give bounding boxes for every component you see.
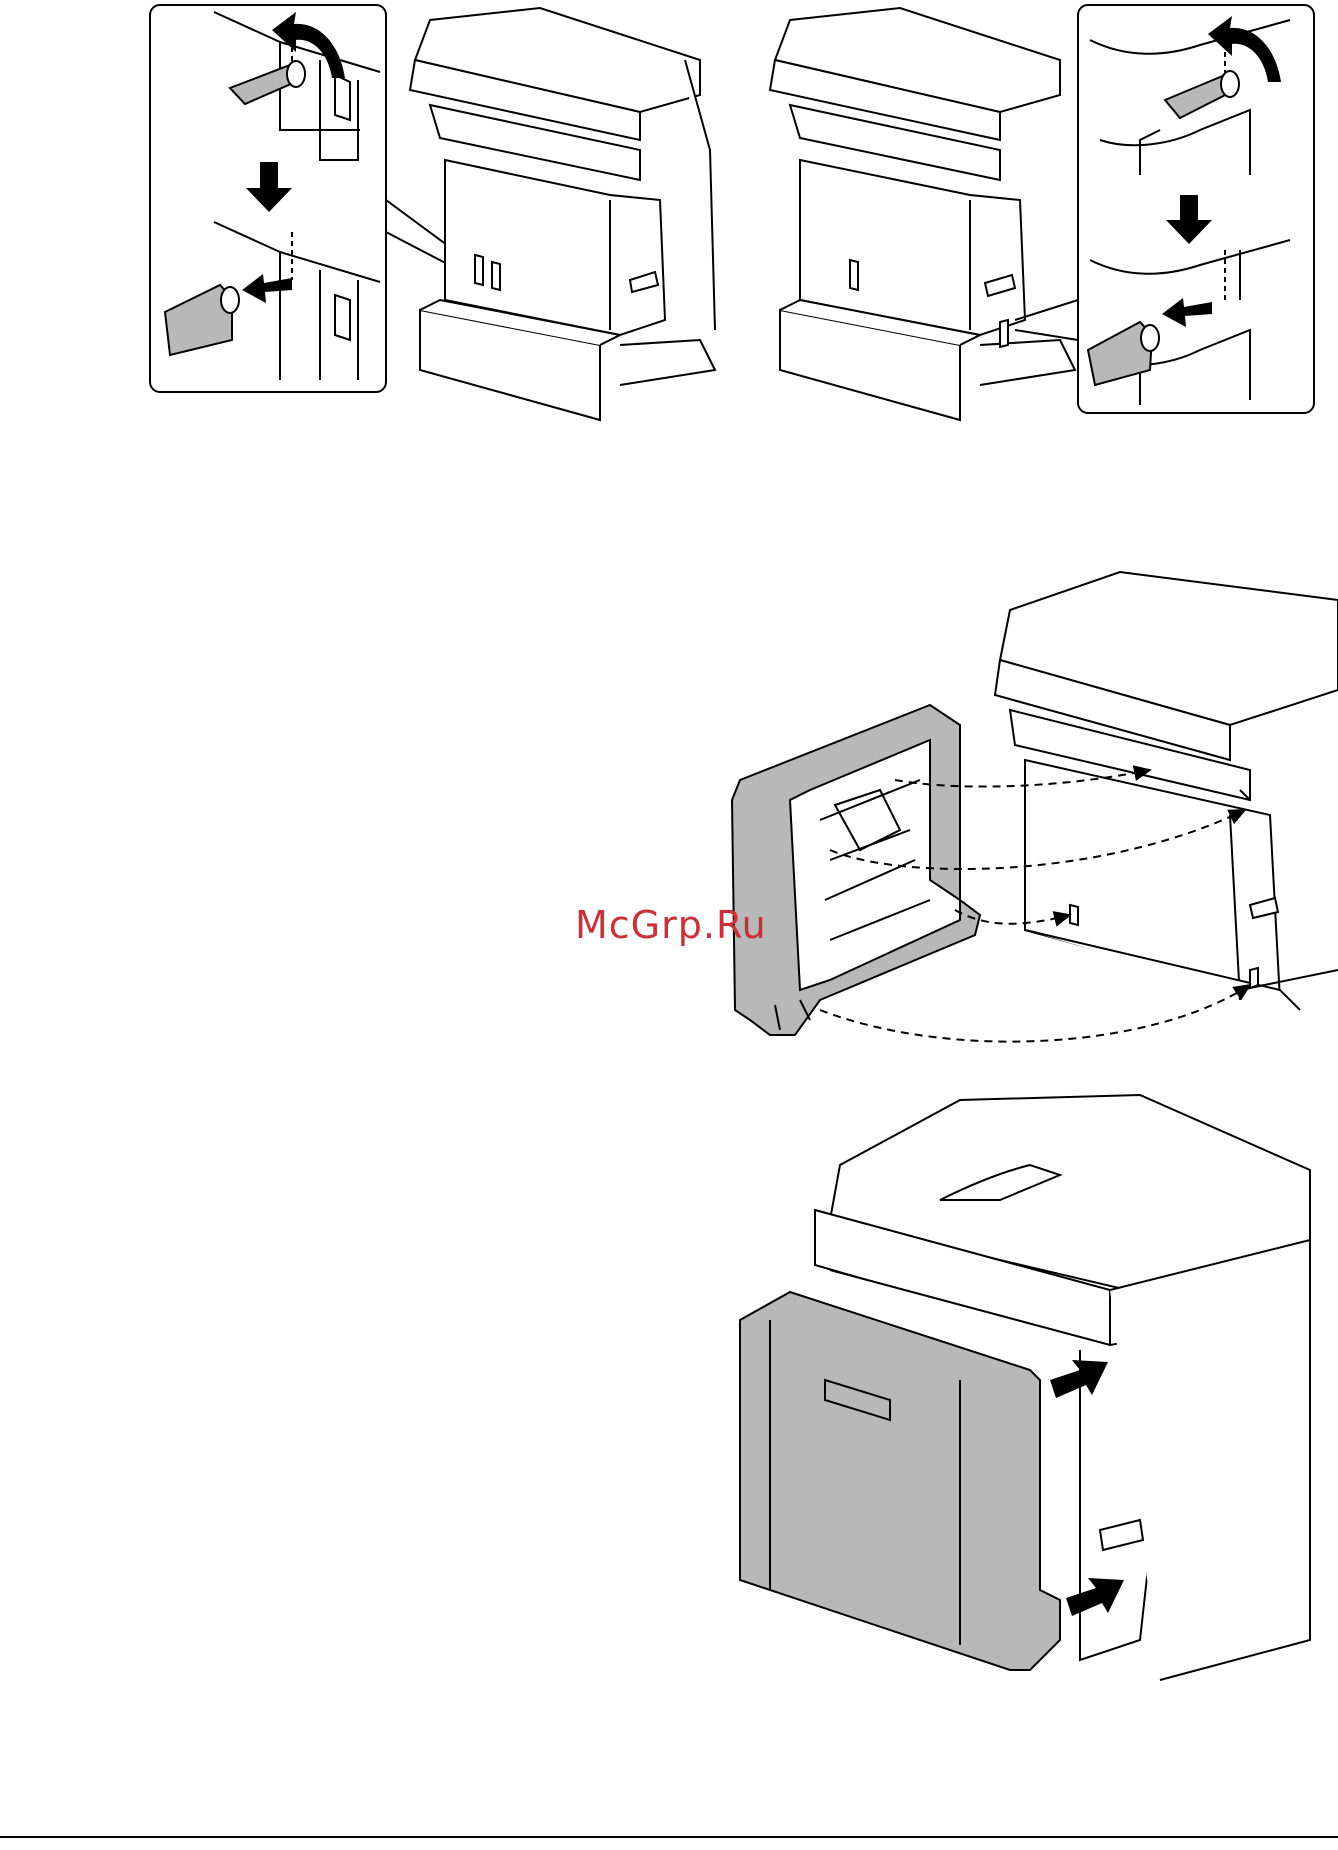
page-bottom-rule bbox=[0, 1836, 1338, 1838]
printer-rear-right bbox=[770, 8, 1075, 420]
watermark: McGrp.Ru bbox=[575, 903, 767, 947]
printer-rear-left bbox=[410, 8, 715, 420]
duplex-unit-attached bbox=[740, 1292, 1060, 1670]
printer-rear-middle bbox=[995, 572, 1338, 1010]
duplex-unit-detached bbox=[732, 705, 980, 1035]
